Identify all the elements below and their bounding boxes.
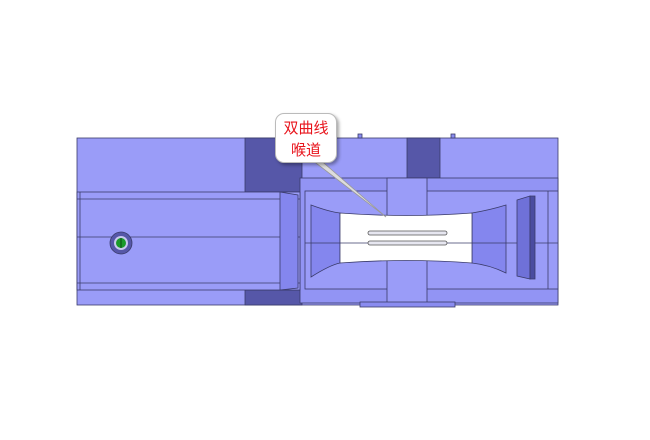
hyperbolic-throat (339, 212, 473, 264)
callout-label: 双曲线 喉道 (275, 113, 337, 163)
throat-slot-top (367, 230, 448, 236)
dark-block-left-bottom (244, 289, 303, 306)
diverging-section (471, 204, 507, 274)
green-marker-icon (109, 231, 133, 255)
callout-line-2: 喉道 (290, 141, 321, 159)
throat-slot-bottom (367, 240, 448, 246)
dark-block-right (406, 137, 441, 179)
callout-line-1: 双曲线 (283, 119, 329, 137)
